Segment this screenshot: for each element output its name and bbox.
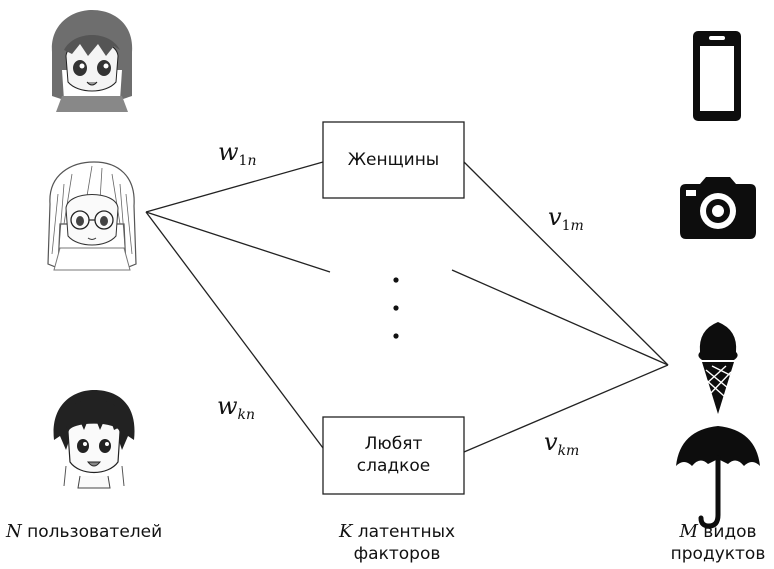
caption-products-text-2: продуктов — [670, 544, 766, 564]
caption-products: M видов продуктов — [664, 521, 772, 565]
edge-women-to-product — [463, 161, 669, 366]
edge-label-w1n-base: w — [218, 138, 239, 166]
edge-middle-to-product — [451, 269, 669, 366]
edge-label-wkn-base: w — [217, 392, 238, 420]
edge-label-v1m: v1m — [548, 203, 584, 240]
factor-label-sweet-line1: Любят — [364, 434, 423, 454]
edge-user-to-sweet — [145, 211, 324, 449]
caption-products-text-1: видов — [697, 522, 757, 542]
edge-label-w1n-sub: 1n — [238, 153, 257, 169]
ellipsis-dot-1 — [393, 277, 399, 283]
factor-label-sweet: Любят сладкое — [323, 433, 464, 477]
caption-users: N пользователей — [6, 521, 162, 543]
girl-avatar-icon — [51, 10, 133, 112]
edge-label-vkm-sub: km — [557, 443, 580, 459]
smartphone-icon — [693, 31, 741, 121]
caption-factors-var: K — [338, 521, 353, 542]
edge-label-v1m-sub: 1m — [561, 218, 584, 234]
camera-icon — [680, 177, 756, 239]
edge-label-wkn: wkn — [217, 392, 255, 429]
caption-products-var: M — [679, 521, 698, 542]
edge-label-vkm-base: v — [544, 428, 558, 456]
ellipsis-dot-2 — [393, 305, 399, 311]
ice-cream-icon — [698, 322, 738, 414]
caption-factors-text-2: факторов — [353, 544, 441, 564]
boy-avatar-icon — [53, 390, 135, 489]
umbrella-icon — [676, 426, 760, 529]
glasses-girl-avatar-icon — [47, 161, 137, 271]
caption-factors: K латентных факторов — [322, 521, 472, 565]
caption-users-var: N — [6, 521, 22, 542]
caption-users-text: пользователей — [21, 522, 163, 542]
ellipsis-dot-3 — [393, 333, 399, 339]
edge-label-w1n: w1n — [218, 138, 257, 175]
edge-user-to-women — [145, 161, 324, 213]
edge-label-wkn-sub: kn — [237, 407, 256, 423]
caption-factors-text-1: латентных — [352, 522, 456, 542]
factor-label-sweet-line2: сладкое — [356, 456, 431, 476]
factor-box-sweet — [322, 416, 465, 495]
edge-user-to-middle — [145, 211, 331, 273]
factor-label-women: Женщины — [347, 150, 440, 170]
edge-sweet-to-product — [463, 364, 669, 453]
edge-label-vkm: vkm — [544, 428, 579, 465]
factor-box-women — [322, 121, 465, 199]
edge-label-v1m-base: v — [548, 203, 562, 231]
